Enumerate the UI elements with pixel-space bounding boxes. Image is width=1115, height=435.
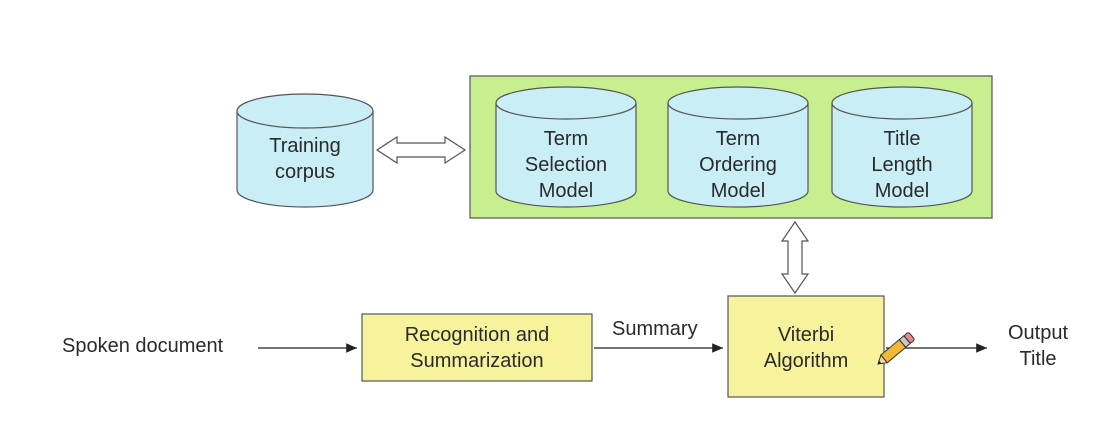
training-corpus-cylinder xyxy=(236,93,374,208)
model-label-line: Length xyxy=(871,154,933,176)
recognition-label-line: Recognition and xyxy=(404,324,550,346)
output-label-line: Output xyxy=(1007,322,1069,344)
viterbi-algorithm-box xyxy=(727,295,885,398)
model-label-line: Term xyxy=(543,128,589,150)
title-length-model-label: Title Length Model xyxy=(832,126,972,204)
model-label-line: Ordering xyxy=(699,154,777,176)
spoken-document-label: Spoken document xyxy=(62,335,224,357)
corpus-models-double-arrow xyxy=(375,135,467,165)
output-title-label: Output Title xyxy=(990,320,1086,372)
term-ordering-model-label: Term Ordering Model xyxy=(668,126,808,204)
output-label-line: Title xyxy=(1019,348,1057,370)
summary-label: Summary xyxy=(612,318,698,340)
recognition-summarization-box xyxy=(361,313,593,382)
pencil-cursor-icon xyxy=(877,332,915,365)
title-length-model-cylinder xyxy=(831,86,973,208)
training-corpus-label: Training corpus xyxy=(235,133,375,185)
model-label-line: Title xyxy=(883,128,921,150)
term-ordering-model-cylinder xyxy=(667,86,809,208)
term-selection-model-label: Term Selection Model xyxy=(496,126,636,204)
model-label-line: Term xyxy=(715,128,761,150)
viterbi-label-line: Viterbi xyxy=(777,324,835,346)
training-corpus-line: corpus xyxy=(274,161,336,183)
models-viterbi-double-arrow xyxy=(780,220,810,295)
term-selection-model-cylinder xyxy=(495,86,637,208)
recognition-label-line: Summarization xyxy=(410,350,544,372)
model-label-line: Model xyxy=(874,180,930,202)
model-label-line: Selection xyxy=(524,154,608,176)
viterbi-algorithm-label: Viterbi Algorithm xyxy=(729,322,883,374)
model-label-line: Model xyxy=(538,180,594,202)
viterbi-label-line: Algorithm xyxy=(763,350,849,372)
training-corpus-line: Training xyxy=(269,135,341,157)
recognition-summarization-label: Recognition and Summarization xyxy=(357,322,597,374)
model-label-line: Model xyxy=(710,180,766,202)
